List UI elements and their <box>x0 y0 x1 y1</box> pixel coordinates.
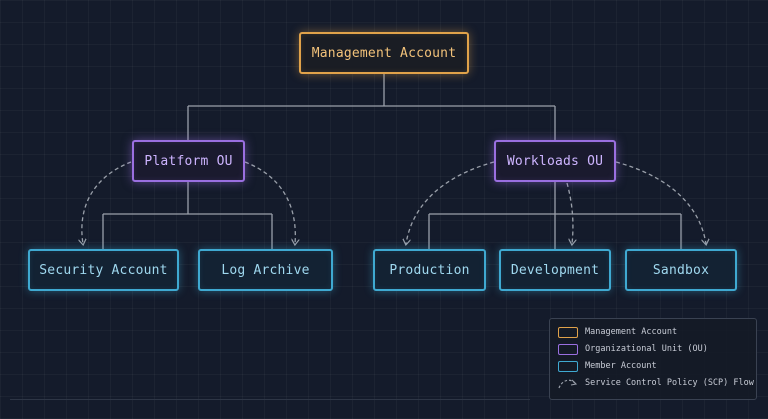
bottom-divider <box>10 399 530 400</box>
scp-flow-arrows <box>82 161 706 244</box>
cyan-box-icon <box>558 360 578 372</box>
legend-label: Service Control Policy (SCP) Flow <box>585 378 754 388</box>
dashed-arrow-icon <box>558 379 578 389</box>
legend-item-member: Member Account <box>558 359 657 373</box>
legend-item-scp: Service Control Policy (SCP) Flow <box>558 376 754 390</box>
security-account-node[interactable]: Security Account <box>28 249 179 291</box>
management-account-node[interactable]: Management Account <box>299 32 469 74</box>
sandbox-account-node[interactable]: Sandbox <box>625 249 737 291</box>
scp-arrow-platform-log <box>244 161 295 244</box>
workloads-ou-node[interactable]: Workloads OU <box>494 140 616 182</box>
legend-panel: Management Account Organizational Unit (… <box>549 318 757 400</box>
log-archive-node[interactable]: Log Archive <box>198 249 333 291</box>
scp-arrow-workloads-production <box>406 161 495 244</box>
legend-item-ou: Organizational Unit (OU) <box>558 342 708 356</box>
platform-ou-node[interactable]: Platform OU <box>132 140 245 182</box>
legend-label: Member Account <box>585 361 657 371</box>
development-account-node[interactable]: Development <box>499 249 611 291</box>
scp-arrow-workloads-development <box>566 182 573 244</box>
scp-arrow-workloads-sandbox <box>615 161 706 244</box>
legend-item-management: Management Account <box>558 325 677 339</box>
orange-box-icon <box>558 326 578 338</box>
connector-mgmt-to-ous <box>187 74 556 140</box>
purple-box-icon <box>558 343 578 355</box>
connector-platform-to-accounts <box>102 182 273 249</box>
scp-arrow-platform-security <box>82 161 132 244</box>
connector-workloads-to-accounts <box>428 182 682 249</box>
legend-label: Management Account <box>585 327 678 337</box>
hierarchy-connectors <box>102 74 682 249</box>
production-account-node[interactable]: Production <box>373 249 486 291</box>
legend-label: Organizational Unit (OU) <box>585 344 708 354</box>
